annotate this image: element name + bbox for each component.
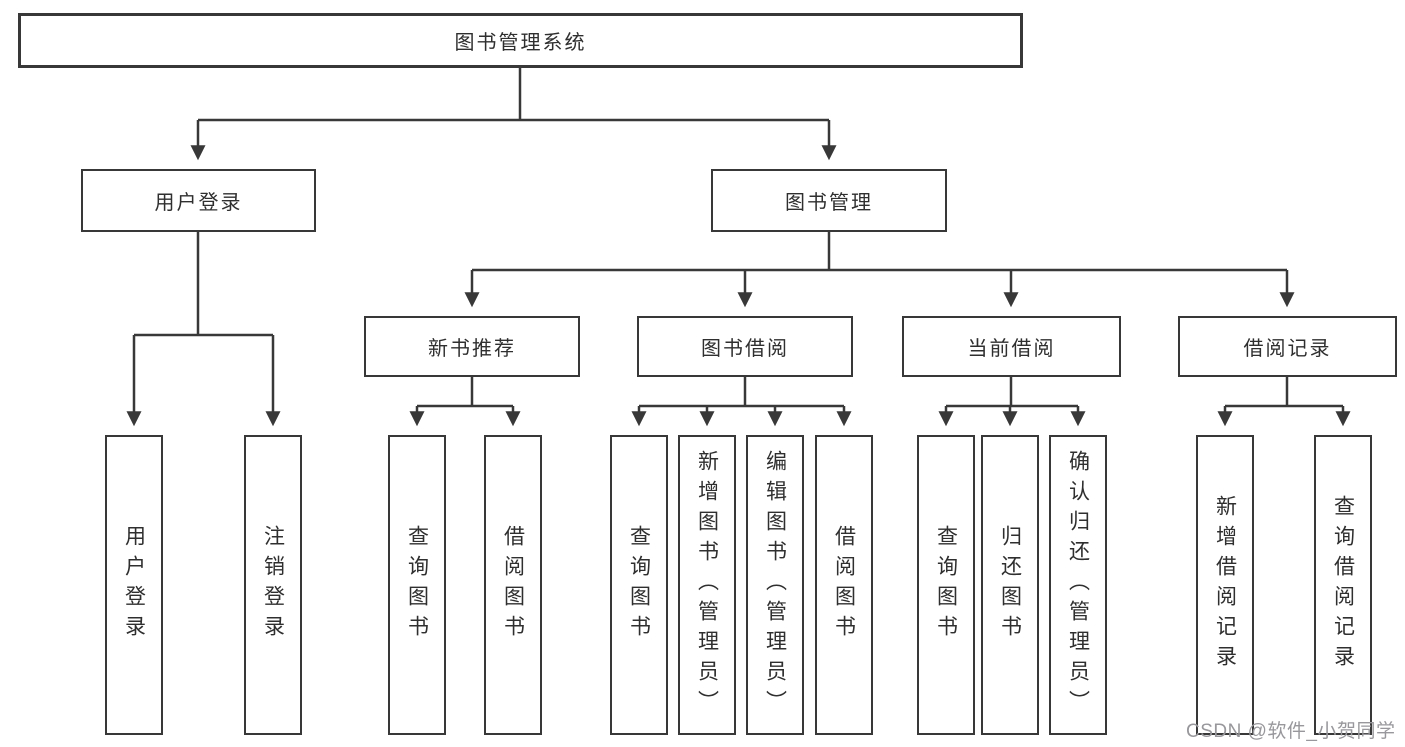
node-label: 借阅记录 [1243,338,1332,360]
node-label: 查询图书 [627,525,651,645]
node-label: 新书推荐 [428,338,516,360]
node-label: 用户登录 [154,192,243,214]
node-new-book-recommend: 新书推荐 [364,316,580,377]
node-leaf-user-login: 用户登录 [105,435,163,735]
node-leaf-add-borrow-record: 新增借阅记录 [1196,435,1254,735]
node-label: 用户登录 [122,525,146,645]
node-label: 新增图书（管理员） [695,450,719,720]
node-label: 借阅图书 [832,525,856,645]
node-leaf-query-books-current: 查询图书 [917,435,975,735]
csdn-watermark: CSDN @软件_小贺同学 [1186,721,1396,742]
node-label: 新增借阅记录 [1213,495,1237,675]
node-leaf-confirm-return-admin: 确认归还（管理员） [1049,435,1107,735]
node-label: 查询图书 [405,525,429,645]
node-leaf-return-books: 归还图书 [981,435,1039,735]
node-label: 图书管理 [785,192,873,214]
node-borrow-records: 借阅记录 [1178,316,1397,377]
node-label: 注销登录 [261,525,285,645]
node-label: 查询借阅记录 [1331,495,1355,675]
node-book-borrow: 图书借阅 [637,316,853,377]
node-book-management: 图书管理 [711,169,947,232]
node-label: 当前借阅 [967,338,1056,360]
node-leaf-query-borrow-record: 查询借阅记录 [1314,435,1372,735]
node-user-login: 用户登录 [81,169,316,232]
node-label: 编辑图书（管理员） [763,450,787,720]
node-current-borrow: 当前借阅 [902,316,1121,377]
node-leaf-edit-books-admin: 编辑图书（管理员） [746,435,804,735]
node-label: 查询图书 [934,525,958,645]
node-leaf-query-books-recommend: 查询图书 [388,435,446,735]
node-library-management-system: 图书管理系统 [18,13,1023,68]
node-leaf-borrow-books-recommend: 借阅图书 [484,435,542,735]
node-leaf-logout: 注销登录 [244,435,302,735]
node-label: 图书管理系统 [454,32,587,54]
node-label: 图书借阅 [701,338,789,360]
node-label: 确认归还（管理员） [1066,450,1090,720]
node-label: 借阅图书 [501,525,525,645]
node-leaf-query-books-borrow: 查询图书 [610,435,668,735]
node-leaf-borrow-books: 借阅图书 [815,435,873,735]
node-label: 归还图书 [998,525,1022,645]
node-leaf-add-books-admin: 新增图书（管理员） [678,435,736,735]
